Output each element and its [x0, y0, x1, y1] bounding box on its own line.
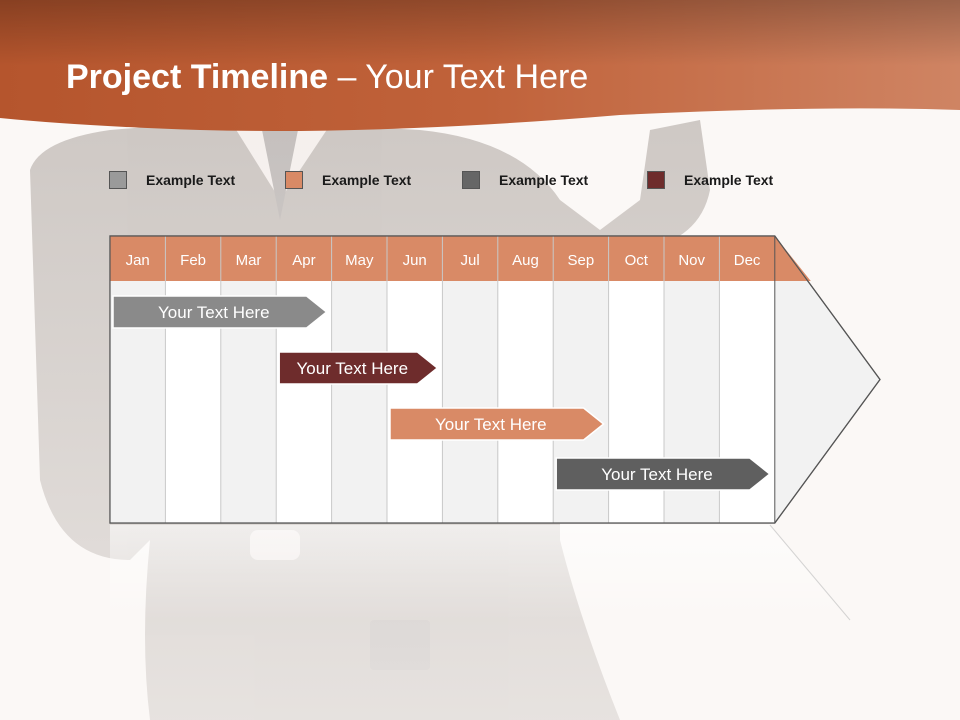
month-label-mar: Mar: [236, 252, 262, 269]
legend-swatch-1: [109, 171, 127, 189]
page-title-bold: Project Timeline: [66, 58, 329, 96]
legend-swatch-3: [462, 171, 480, 189]
month-label-jan: Jan: [126, 252, 150, 269]
page-title: Project Timeline – Your Text Here: [66, 58, 588, 97]
month-label-apr: Apr: [292, 252, 315, 269]
month-label-may: May: [345, 252, 374, 269]
page-title-subtitle: – Your Text Here: [328, 58, 589, 96]
month-label-jul: Jul: [461, 252, 480, 269]
task-arrow-2: [278, 351, 439, 385]
task-label-2: Your Text Here: [297, 359, 409, 378]
month-label-feb: Feb: [180, 252, 206, 269]
task-bar-1: Your Text Here: [112, 295, 328, 329]
task-bar-4: Your Text Here: [555, 457, 772, 491]
task-label-4: Your Text Here: [601, 465, 713, 484]
task-label-3: Your Text Here: [435, 415, 547, 434]
month-label-jun: Jun: [403, 252, 427, 269]
task-arrow-1: [112, 295, 328, 329]
month-column-jul: [442, 281, 498, 523]
month-label-oct: Oct: [625, 252, 649, 269]
timeline-arrow-outline: [109, 235, 881, 524]
month-label-nov: Nov: [678, 252, 705, 269]
legend-label-4: Example Text: [684, 172, 774, 188]
timeline-reflection: [110, 525, 850, 620]
month-column-aug: [497, 281, 554, 523]
timeline-grid: Jan Feb Mar Apr May Jun Jul Aug Sep Oct Nov Dec: [109, 235, 881, 524]
month-label-aug: Aug: [512, 252, 539, 269]
month-column-jun: [387, 281, 443, 523]
task-bar-3: Your Text Here: [389, 407, 605, 441]
task-bar-2: Your Text Here: [278, 351, 439, 385]
legend-label-3: Example Text: [499, 172, 589, 188]
legend-swatch-4: [647, 171, 665, 189]
month-column-may: [331, 281, 387, 523]
task-arrow-4: [555, 457, 772, 491]
task-arrow-3: [389, 407, 605, 441]
legend-label-2: Example Text: [322, 172, 412, 188]
timeline-header-band: [110, 236, 811, 281]
legend-label-1: Example Text: [146, 172, 236, 188]
month-label-sep: Sep: [568, 252, 595, 269]
month-label-dec: Dec: [734, 252, 761, 269]
legend-swatch-2: [285, 171, 303, 189]
task-label-1: Your Text Here: [158, 303, 270, 322]
